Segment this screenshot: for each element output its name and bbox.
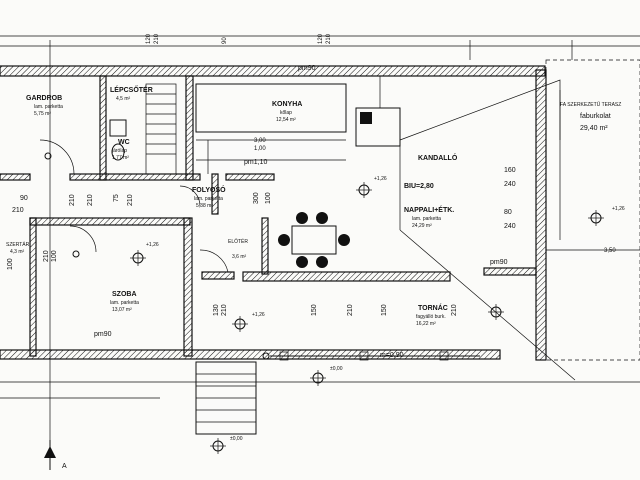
room-name-eloter: ELŐTÉR bbox=[228, 238, 248, 245]
dim-top-210b: 210 bbox=[326, 33, 332, 44]
dim-mid-300: 300 bbox=[253, 192, 260, 204]
fireplace bbox=[355, 76, 401, 147]
room-area-tornac: 16,22 m² bbox=[416, 321, 436, 327]
room-floor-terasz: faburkolat bbox=[580, 113, 611, 120]
level-tornac: +1,26 bbox=[252, 312, 265, 318]
room-name-wc: WC bbox=[118, 139, 130, 146]
room-floor-wc: járólap bbox=[111, 148, 127, 154]
room-area-szertar: 4,3 m² bbox=[10, 249, 25, 255]
room-name-konyha: KONYHA bbox=[272, 101, 302, 108]
dim-mid-210a: 210 bbox=[69, 194, 76, 206]
dim-tornac-130: 130 bbox=[213, 304, 220, 316]
pm90-szoba-label: pm90 bbox=[94, 331, 112, 338]
dim-top-120b: 120 bbox=[318, 33, 324, 44]
dim-top-120a: 120 bbox=[146, 33, 152, 44]
room-name-szertar: SZERTÁR bbox=[6, 241, 30, 248]
room-area-wc: 1,77 m² bbox=[112, 155, 129, 161]
dim-tornac-210: 210 bbox=[221, 304, 228, 316]
room-area-lepcso: 4,5 m² bbox=[116, 96, 131, 102]
room-name-folyoso: FOLYOSÓ bbox=[192, 185, 226, 194]
level-nappali: +1,26 bbox=[374, 176, 387, 182]
section-marker-a bbox=[44, 440, 56, 470]
dim-left-210: 210 bbox=[12, 207, 24, 214]
room-area-nappali: 24,29 m² bbox=[412, 223, 432, 229]
kitchen-window-bottom: 1,00 bbox=[254, 146, 266, 152]
dim-mid-210b: 210 bbox=[127, 194, 134, 206]
room-floor-gardrob: lam. parketta bbox=[34, 104, 63, 110]
level-szoba: +1,26 bbox=[146, 242, 159, 248]
room-name-kandallo: KANDALLÓ bbox=[418, 153, 458, 162]
room-name-nappali: NAPPALI+ÉTK. bbox=[404, 205, 454, 214]
dim-side-80: 80 bbox=[504, 209, 512, 216]
room-floor-tornac: fagyálló burk. bbox=[416, 314, 446, 320]
level-stair: ±0,00 bbox=[330, 366, 343, 372]
biu-label: BIU=2,80 bbox=[404, 183, 434, 190]
dim-tornac-150b: 150 bbox=[381, 304, 388, 316]
kitchen-counter bbox=[195, 83, 347, 174]
section-label-a: A bbox=[62, 463, 67, 470]
stair-hall-stairs bbox=[145, 83, 177, 175]
interior-walls bbox=[0, 75, 537, 357]
door-swings bbox=[39, 139, 229, 273]
room-floor-folyoso: lam. parketta bbox=[194, 196, 223, 202]
room-floor-konyha: kőlap bbox=[280, 110, 292, 116]
room-floor-szoba: lam. parketta bbox=[110, 300, 139, 306]
dim-side-350: 3,50 bbox=[604, 248, 616, 254]
room-area-terasz: 29,40 m² bbox=[580, 125, 608, 132]
dim-top-90a: 90 bbox=[222, 37, 228, 44]
room-name-tornac: TORNÁC bbox=[418, 303, 448, 312]
level-markers bbox=[44, 152, 604, 454]
dim-mid-75: 75 bbox=[113, 194, 120, 202]
dim-mid-100: 100 bbox=[265, 192, 272, 204]
exterior-walls bbox=[0, 65, 547, 361]
pm110-label: pm1,10 bbox=[244, 159, 267, 166]
dim-side-240a: 240 bbox=[504, 181, 516, 188]
level-terasz: +1,26 bbox=[612, 206, 625, 212]
room-area-folyoso: 5,38 m² bbox=[196, 203, 213, 209]
dim-szoba-210: 210 bbox=[43, 250, 50, 262]
dim-szoba-100: 100 bbox=[51, 250, 58, 262]
dim-mid-90: 90 bbox=[20, 195, 28, 202]
dimension-lines bbox=[0, 35, 640, 470]
kitchen-window-top: 3,00 bbox=[254, 138, 266, 144]
room-floor-nappali: lam. parketta bbox=[412, 216, 441, 222]
dim-tornac-210c: 210 bbox=[451, 304, 458, 316]
dim-top-210a: 210 bbox=[154, 33, 160, 44]
dim-left-100: 100 bbox=[7, 258, 14, 270]
room-area-eloter: 3,6 m² bbox=[232, 254, 247, 260]
room-name-lepcso: LÉPCSŐTÉR bbox=[110, 85, 153, 94]
m090-label: m=0,90 bbox=[380, 352, 404, 359]
dim-mid-210c: 210 bbox=[87, 194, 94, 206]
terrace-outline bbox=[399, 59, 640, 381]
dining-table bbox=[278, 212, 350, 268]
room-area-konyha: 12,54 m² bbox=[276, 117, 296, 123]
room-name-terasz: FA SZERKEZETŰ TERASZ bbox=[560, 101, 621, 108]
porch-rail bbox=[270, 351, 480, 361]
level-bottom: ±0,00 bbox=[230, 436, 243, 442]
dim-tornac-210b: 210 bbox=[347, 304, 354, 316]
pm90-nappali-label: pm90 bbox=[490, 259, 508, 266]
wc-fixtures bbox=[109, 119, 127, 161]
dim-side-240b: 240 bbox=[504, 223, 516, 230]
entrance-stairs bbox=[195, 361, 257, 435]
room-name-szoba: SZOBA bbox=[112, 291, 137, 298]
dim-tornac-150a: 150 bbox=[311, 304, 318, 316]
dim-side-160: 160 bbox=[504, 167, 516, 174]
room-area-szoba: 13,07 m² bbox=[112, 307, 132, 313]
pm90-top-label: pm90 bbox=[298, 65, 316, 72]
room-area-gardrob: 5,75 m² bbox=[34, 111, 51, 117]
room-name-gardrob: GARDROB bbox=[26, 95, 62, 102]
